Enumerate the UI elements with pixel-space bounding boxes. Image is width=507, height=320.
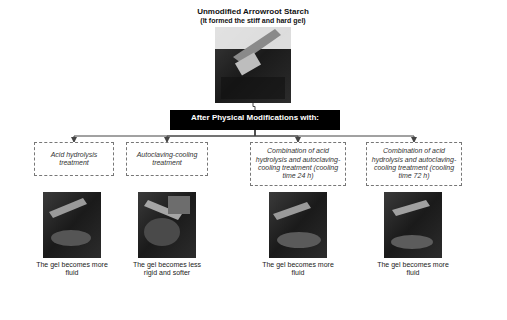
caption-holder: The gel becomes more fluid bbox=[257, 258, 339, 278]
result-photo: The gel becomes more fluid bbox=[43, 192, 101, 258]
result-caption: The gel becomes more fluid bbox=[372, 261, 454, 278]
caption-holder: Unmodified Arrowroot Starch(It formed th… bbox=[167, 7, 339, 27]
treatment-label: Combination of acid hydrolysis and autoc… bbox=[371, 147, 457, 181]
connector-line bbox=[74, 130, 255, 142]
photo-subheading: (It formed the stiff and hard gel) bbox=[167, 17, 339, 25]
caption-holder: The gel becomes more fluid bbox=[372, 258, 454, 278]
gel-photo bbox=[138, 192, 196, 258]
result-photo: The gel becomes more fluid bbox=[384, 192, 442, 258]
result-caption: The gel becomes less rigid and softer bbox=[126, 261, 208, 278]
treatment-label: Combination of acid hydrolysis and autoc… bbox=[255, 147, 341, 181]
photo-heading: Unmodified Arrowroot Starch bbox=[167, 7, 339, 17]
box-content: Combination of acid hydrolysis and autoc… bbox=[255, 147, 341, 181]
caption-holder: The gel becomes less rigid and softer bbox=[126, 258, 208, 278]
connector-line bbox=[253, 103, 255, 110]
treatment-label: Autoclaving-cooling treatment bbox=[131, 151, 203, 168]
result-caption: The gel becomes more fluid bbox=[31, 261, 113, 278]
treatment-label: Acid hydrolysis treatment bbox=[39, 151, 109, 168]
gel-photo bbox=[384, 192, 442, 258]
connector-line bbox=[167, 130, 255, 142]
process-band: After Physical Modifications with: bbox=[170, 110, 340, 130]
result-caption: The gel becomes more fluid bbox=[257, 261, 339, 278]
box-content: Acid hydrolysis treatment bbox=[39, 151, 109, 168]
treatment-box: Acid hydrolysis treatment bbox=[34, 142, 114, 176]
gel-photo bbox=[215, 27, 291, 103]
box-content: Combination of acid hydrolysis and autoc… bbox=[371, 147, 457, 181]
treatment-box: Autoclaving-cooling treatment bbox=[126, 142, 208, 176]
gel-photo bbox=[269, 192, 327, 258]
treatment-box: Combination of acid hydrolysis and autoc… bbox=[250, 142, 346, 186]
connector-line bbox=[255, 130, 414, 142]
treatment-box: Combination of acid hydrolysis and autoc… bbox=[366, 142, 462, 186]
caption-holder: The gel becomes more fluid bbox=[31, 258, 113, 278]
band-label: After Physical Modifications with: bbox=[174, 113, 336, 123]
gel-photo bbox=[43, 192, 101, 258]
result-photo: The gel becomes less rigid and softer bbox=[138, 192, 196, 258]
starch-photo: Unmodified Arrowroot Starch(It formed th… bbox=[215, 27, 291, 103]
box-content: Autoclaving-cooling treatment bbox=[131, 151, 203, 168]
result-photo: The gel becomes more fluid bbox=[269, 192, 327, 258]
